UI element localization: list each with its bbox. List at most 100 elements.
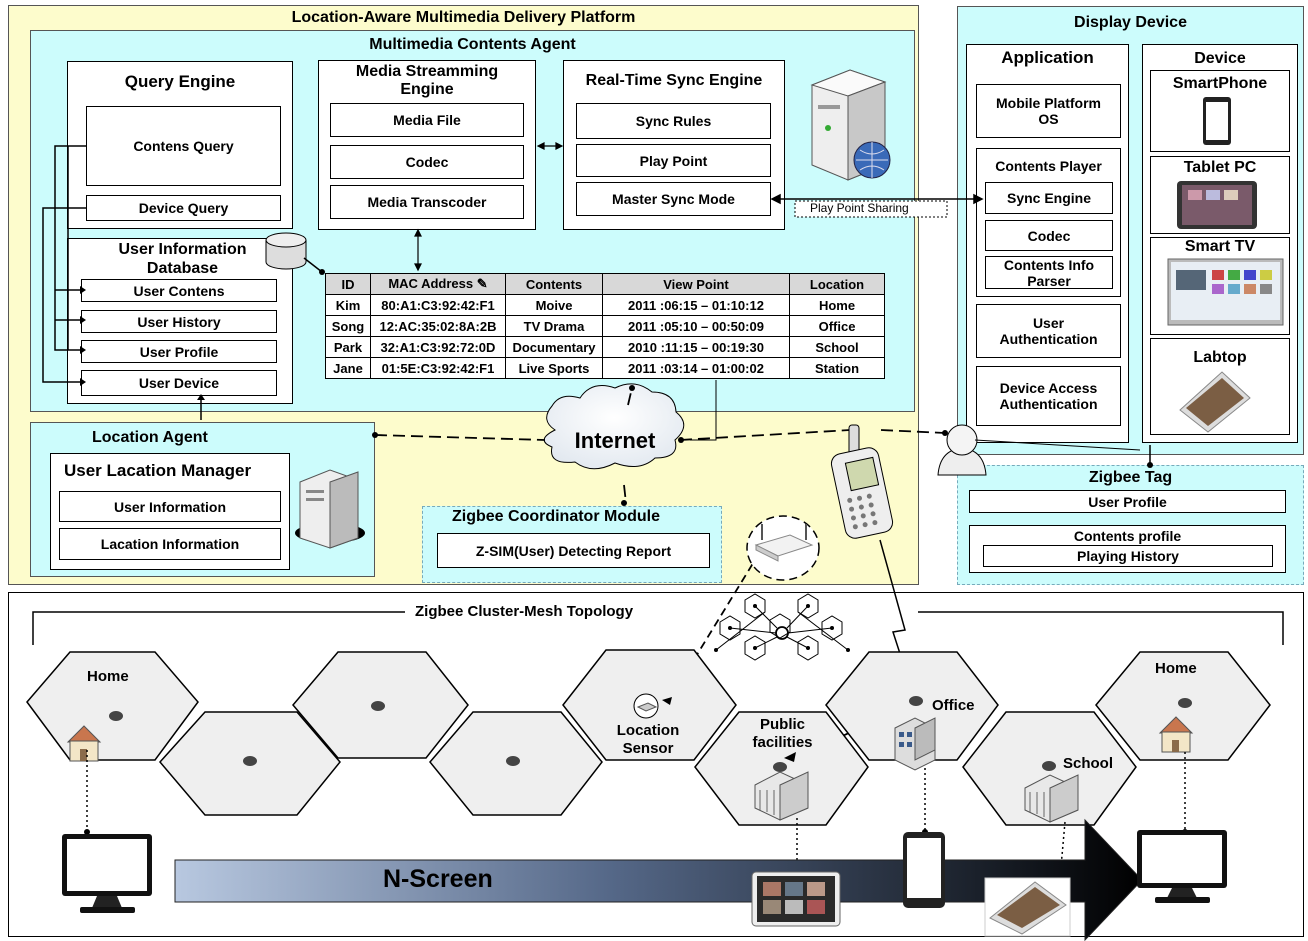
playing-history-box: Playing History (983, 545, 1273, 567)
sync-engine-box: Sync Engine (985, 182, 1113, 214)
tablet-icon (1177, 181, 1257, 229)
loc-location-sensor: Location Sensor (616, 722, 680, 757)
router-icon (754, 524, 814, 562)
zigbee-tag-title: Zigbee Tag (1088, 469, 1173, 486)
user-contens-box: User Contens (81, 279, 277, 302)
master-sync-box: Master Sync Mode (576, 182, 771, 216)
database-icon (265, 232, 325, 275)
tablet-icon (751, 871, 841, 927)
user-history-box: User History (81, 310, 277, 333)
house-icon (66, 725, 102, 762)
location-server-icon (295, 469, 365, 549)
internet-label: Internet (574, 428, 656, 453)
zigbee-coordinator-title: Zigbee Coordinator Module (452, 508, 660, 525)
arrowhead (80, 286, 86, 294)
table-header: View Point (602, 273, 790, 295)
sync-title: Real-Time Sync Engine (585, 72, 763, 89)
user-profile-box: User Profile (81, 340, 277, 363)
laptop-icon (1179, 371, 1251, 433)
query-engine-title: Query Engine (124, 72, 236, 91)
location-manager-title: User Lacation Manager (64, 461, 252, 480)
laptop-label: Labtop (1193, 349, 1247, 366)
table-row: Song 12:AC:35:02:8A:2B TV Drama 2011 :05… (325, 315, 885, 337)
tablet-label: Tablet PC (1183, 159, 1257, 176)
arrowhead (80, 346, 86, 354)
school-building-icon (1024, 774, 1079, 823)
query-connectors (42, 145, 202, 420)
table-cell: 2011 :03:14 – 01:00:02 (602, 357, 790, 379)
device-title: Device (1194, 50, 1246, 67)
user-auth-box: User Authentication (976, 304, 1121, 358)
smartphone-icon (1203, 97, 1231, 145)
contents-agent-title: Multimedia Contents Agent (369, 36, 576, 53)
media-transcoder-box: Media Transcoder (330, 185, 524, 219)
smart-tv-label: Smart TV (1184, 238, 1256, 255)
smartphone-label: SmartPhone (1172, 75, 1268, 92)
location-sensor-icon (633, 693, 659, 719)
contents-info-parser-box: Contents Info Parser (985, 256, 1113, 289)
play-point-sharing-arrow (770, 193, 984, 205)
user-person-icon (937, 424, 987, 476)
user-table: ID MAC Address ✎ Contents View Point Loc… (325, 273, 885, 379)
location-agent-title: Location Agent (92, 429, 208, 446)
arrowhead (784, 752, 796, 762)
pencil-icon: ✎ (476, 276, 488, 291)
table-cell: 2011 :06:15 – 01:10:12 (602, 294, 790, 316)
arrowhead (662, 697, 672, 705)
loc-school: School (1063, 755, 1114, 772)
table-cell: Jane (325, 357, 371, 379)
server-icon (810, 69, 891, 181)
laptop-icon (984, 877, 1071, 937)
topology-title: Zigbee Cluster-Mesh Topology (415, 603, 634, 620)
platform-title: Location-Aware Multimedia Delivery Platf… (291, 9, 636, 26)
user-device-box: User Device (81, 370, 277, 396)
table-cell: Live Sports (505, 357, 603, 379)
topology-bracket (32, 611, 1284, 645)
zsim-report-box: Z-SIM(User) Detecting Report (437, 533, 710, 568)
contents-profile-title: Contents profile (1073, 528, 1182, 544)
application-title: Application (1001, 48, 1094, 67)
device-query-box: Device Query (86, 195, 281, 221)
office-building-icon (894, 717, 936, 771)
codec-box: Codec (330, 145, 524, 179)
monitor-icon (1137, 830, 1227, 903)
internet-cloud-icon (543, 383, 685, 470)
mac-header-label: MAC Address (388, 276, 474, 291)
app-codec-box: Codec (985, 220, 1113, 251)
table-row: Park 32:A1:C3:92:72:0D Documentary 2010 … (325, 336, 885, 358)
stream-sync-arrow (536, 142, 564, 150)
table-cell: Station (789, 357, 885, 379)
hex-office (825, 651, 999, 761)
play-point-sharing-box (794, 200, 948, 218)
streaming-title: Media Streamming Engine (355, 63, 499, 98)
play-point-box: Play Point (576, 144, 771, 177)
table-internet-line (690, 380, 717, 441)
smart-tv-icon (1167, 258, 1284, 326)
arrowhead (197, 394, 205, 400)
mobile-os-box: Mobile Platform OS (976, 84, 1121, 138)
sync-rules-box: Sync Rules (576, 103, 771, 139)
loc-public-facilities: Public facilities (752, 716, 813, 751)
table-cell: Office (789, 315, 885, 337)
nscreen-label: N-Screen (383, 865, 493, 893)
arrowhead (80, 378, 86, 386)
loc-office: Office (932, 697, 975, 714)
contents-player-title: Contents Player (995, 158, 1102, 174)
media-file-box: Media File (330, 103, 524, 137)
display-device-title: Display Device (1074, 14, 1187, 31)
smartphone-icon (903, 832, 945, 908)
stream-table-arrow (414, 228, 422, 272)
public-building-icon (754, 771, 809, 821)
contents-query-box: Contens Query (86, 106, 281, 186)
play-point-sharing-label: Play Point Sharing (810, 201, 909, 215)
mobile-phone-icon (830, 424, 894, 539)
loc-home-right: Home (1155, 660, 1197, 677)
mesh-topology-icon (715, 593, 849, 661)
device-auth-box: Device Access Authentication (976, 366, 1121, 426)
loc-home-left: Home (87, 668, 129, 685)
user-information-box: User Information (59, 491, 281, 522)
user-db-title: User Information Database (118, 241, 247, 277)
table-cell: 32:A1:C3:92:72:0D (370, 336, 506, 358)
monitor-icon (62, 834, 152, 913)
